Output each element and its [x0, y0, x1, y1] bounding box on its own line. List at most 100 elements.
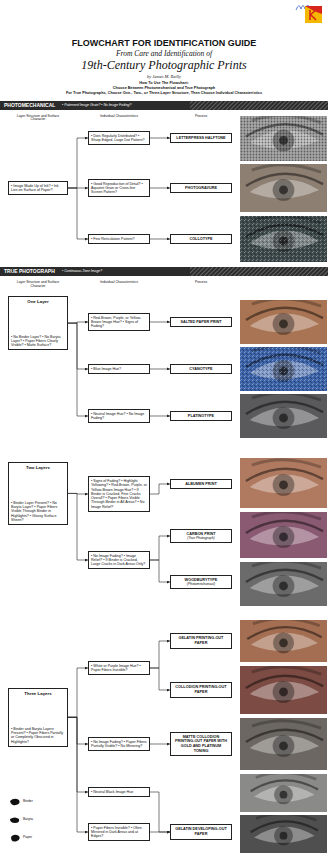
connector: [150, 560, 170, 582]
characteristics-box: • Dots Regularly Distributed? • Sharp-Ed…: [88, 131, 150, 145]
title: FLOWCHART FOR IDENTIFICATION GUIDE: [0, 38, 328, 48]
characteristics-box: • Neutral Black Image Hue: [88, 787, 150, 796]
connector: [150, 484, 170, 494]
connector: [150, 238, 170, 239]
key-label: Baryta: [23, 818, 63, 822]
connector: [150, 668, 170, 690]
bar-hatching: [190, 267, 328, 276]
characteristics-text: • No Image Fading? • Paper Fibers Partia…: [91, 740, 147, 749]
characteristics-box: • Fine Reticulation Pattern?: [88, 234, 150, 243]
characteristics-text: • Binder and Baryta Layers Present? • Pa…: [11, 727, 65, 744]
connector: [68, 323, 88, 416]
process-name: GELATIN DEVELOPING-OUT PAPER: [173, 827, 229, 836]
section-heading: TRUE PHOTOGRAPH: [4, 269, 64, 275]
sample-image: [240, 718, 327, 770]
process-box: GELATIN PRINTING-OUT PAPER: [170, 633, 232, 648]
process-name: LETTERPRESS HALFTONE: [173, 136, 229, 141]
characteristics-box: • Red-Brown, Purple, or Yellow-Brown Ima…: [88, 313, 150, 331]
layer-structure-box: One Layer • No Binder Layer? • No Baryta …: [8, 296, 68, 350]
connector: [68, 717, 88, 832]
characteristics-text: • White or Purple Image Hue? • Paper Fib…: [91, 664, 147, 673]
column-heading: Process: [170, 115, 232, 119]
process-name: MATTE COLLODION PRINTING-OUT PAPER WITH …: [173, 735, 229, 753]
characteristics-text: • No Image Fading? • Image Relief? • If …: [91, 554, 147, 567]
process-name: PHOTOGRAVURE: [173, 186, 229, 191]
sample-image: [240, 666, 327, 714]
connector: [68, 323, 88, 369]
process-box: CYANOTYPE: [170, 364, 232, 375]
characteristics-box: • Neutral Image Hue? • No Image Fading?: [88, 409, 150, 423]
process-note: (True Photograph): [173, 536, 229, 540]
characteristics-text: • Signs of Fading? • Highlight Yellowing…: [91, 479, 147, 509]
section-heading: PHOTOMECHANICAL: [4, 103, 64, 109]
sample-image: [240, 619, 327, 662]
process-name: COLLOTYPE: [173, 237, 229, 242]
layer-heading: Three Layers: [11, 691, 65, 696]
characteristics-box: • Blue Image Hue?: [88, 364, 150, 373]
characteristics-text: • No Binder Layer? • No Baryta Layer? • …: [11, 335, 65, 348]
book-title: 19th-Century Photographic Prints: [0, 59, 328, 73]
process-name: PLATINOTYPE: [173, 414, 229, 419]
sample-image: [240, 115, 327, 161]
characteristics-text: • Red-Brown, Purple, or Yellow-Brown Ima…: [91, 316, 147, 329]
connector: [150, 792, 170, 832]
process-box: LETTERPRESS HALFTONE: [170, 133, 232, 144]
connector: [150, 137, 170, 138]
sample-image: [240, 814, 327, 853]
sample-image: [240, 458, 327, 508]
sample-image: [240, 561, 327, 606]
column-heading: Layer Structure and Surface Character: [10, 281, 66, 289]
structure-box: • Image Made Up of Ink? • Ink Lies on Su…: [8, 181, 68, 195]
connector: [68, 138, 88, 188]
layer-heading: Two Layers: [11, 465, 65, 470]
connector: [68, 188, 88, 239]
characteristics-text: • Paper Fibers Invisible? • Often Mirror…: [91, 826, 147, 839]
instruction: Choose Between Photomechanical and True …: [0, 86, 328, 90]
connector: [150, 415, 170, 416]
process-name: WOODBURYTYPE: [173, 578, 229, 583]
subtitle: From Care and Identification of: [0, 50, 328, 59]
layer-heading: One Layer: [11, 299, 65, 304]
characteristics-text: • Blue Image Hue?: [91, 367, 147, 371]
connector: [68, 717, 88, 792]
column-heading: Layer Structure and Surface Character: [10, 115, 66, 123]
kodak-logo: [305, 6, 322, 23]
connector: [150, 321, 170, 322]
process-box: CARBON PRINT(True Photograph): [170, 529, 232, 544]
connector: [150, 536, 170, 560]
connector: [150, 368, 170, 369]
characteristics-text: • Binder Layer Present? • No Baryta Laye…: [11, 501, 65, 523]
characteristics-text: • Good Reproduction of Detail? • Aquatin…: [91, 182, 147, 195]
characteristics-box: • Good Reproduction of Detail? • Aquatin…: [88, 179, 150, 197]
process-box: ALBUMEN PRINT: [170, 479, 232, 490]
sample-image: [240, 393, 327, 438]
instruction: For True Photographs, Choose One-, Two-,…: [0, 91, 328, 95]
sample-image: [240, 346, 327, 391]
characteristics-text: • Dots Regularly Distributed? • Sharp-Ed…: [91, 134, 147, 143]
bar-hatching: [190, 101, 328, 110]
process-name: GELATIN PRINTING-OUT PAPER: [173, 636, 229, 645]
author: by James M. Reilly: [0, 74, 328, 79]
section-bar: [0, 267, 328, 276]
characteristics-text: • Neutral Image Hue? • No Image Fading?: [91, 412, 147, 421]
process-name: CARBON PRINT: [173, 532, 229, 537]
process-box: PLATINOTYPE: [170, 411, 232, 422]
process-name: ALBUMEN PRINT: [173, 482, 229, 487]
process-box: MATTE COLLODION PRINTING-OUT PAPER WITH …: [170, 732, 232, 756]
key-symbol: [10, 799, 20, 805]
key-label: Paper: [23, 836, 63, 840]
characteristics-text: • Image Made Up of Ink? • Ink Lies on Su…: [11, 184, 65, 193]
key-symbol: [11, 835, 20, 842]
connector: [150, 744, 170, 745]
process-name: SALTED PAPER PRINT: [173, 320, 229, 325]
connector: [68, 668, 88, 717]
sample-image: [240, 773, 327, 812]
characteristics-text: • Neutral Black Image Hue: [91, 790, 147, 794]
column-heading: Individual Characteristics: [90, 281, 148, 285]
characteristics-box: • No Image Fading? • Paper Fibers Partia…: [88, 737, 150, 751]
layer-structure-box: Two Layers • Binder Layer Present? • No B…: [8, 462, 68, 525]
characteristics-box: • White or Purple Image Hue? • Paper Fib…: [88, 661, 150, 675]
process-name: CYANOTYPE: [173, 367, 229, 372]
instruction-heading: How To Use The Flowchart:: [0, 81, 328, 85]
process-note: (Photomechanical): [173, 582, 229, 586]
